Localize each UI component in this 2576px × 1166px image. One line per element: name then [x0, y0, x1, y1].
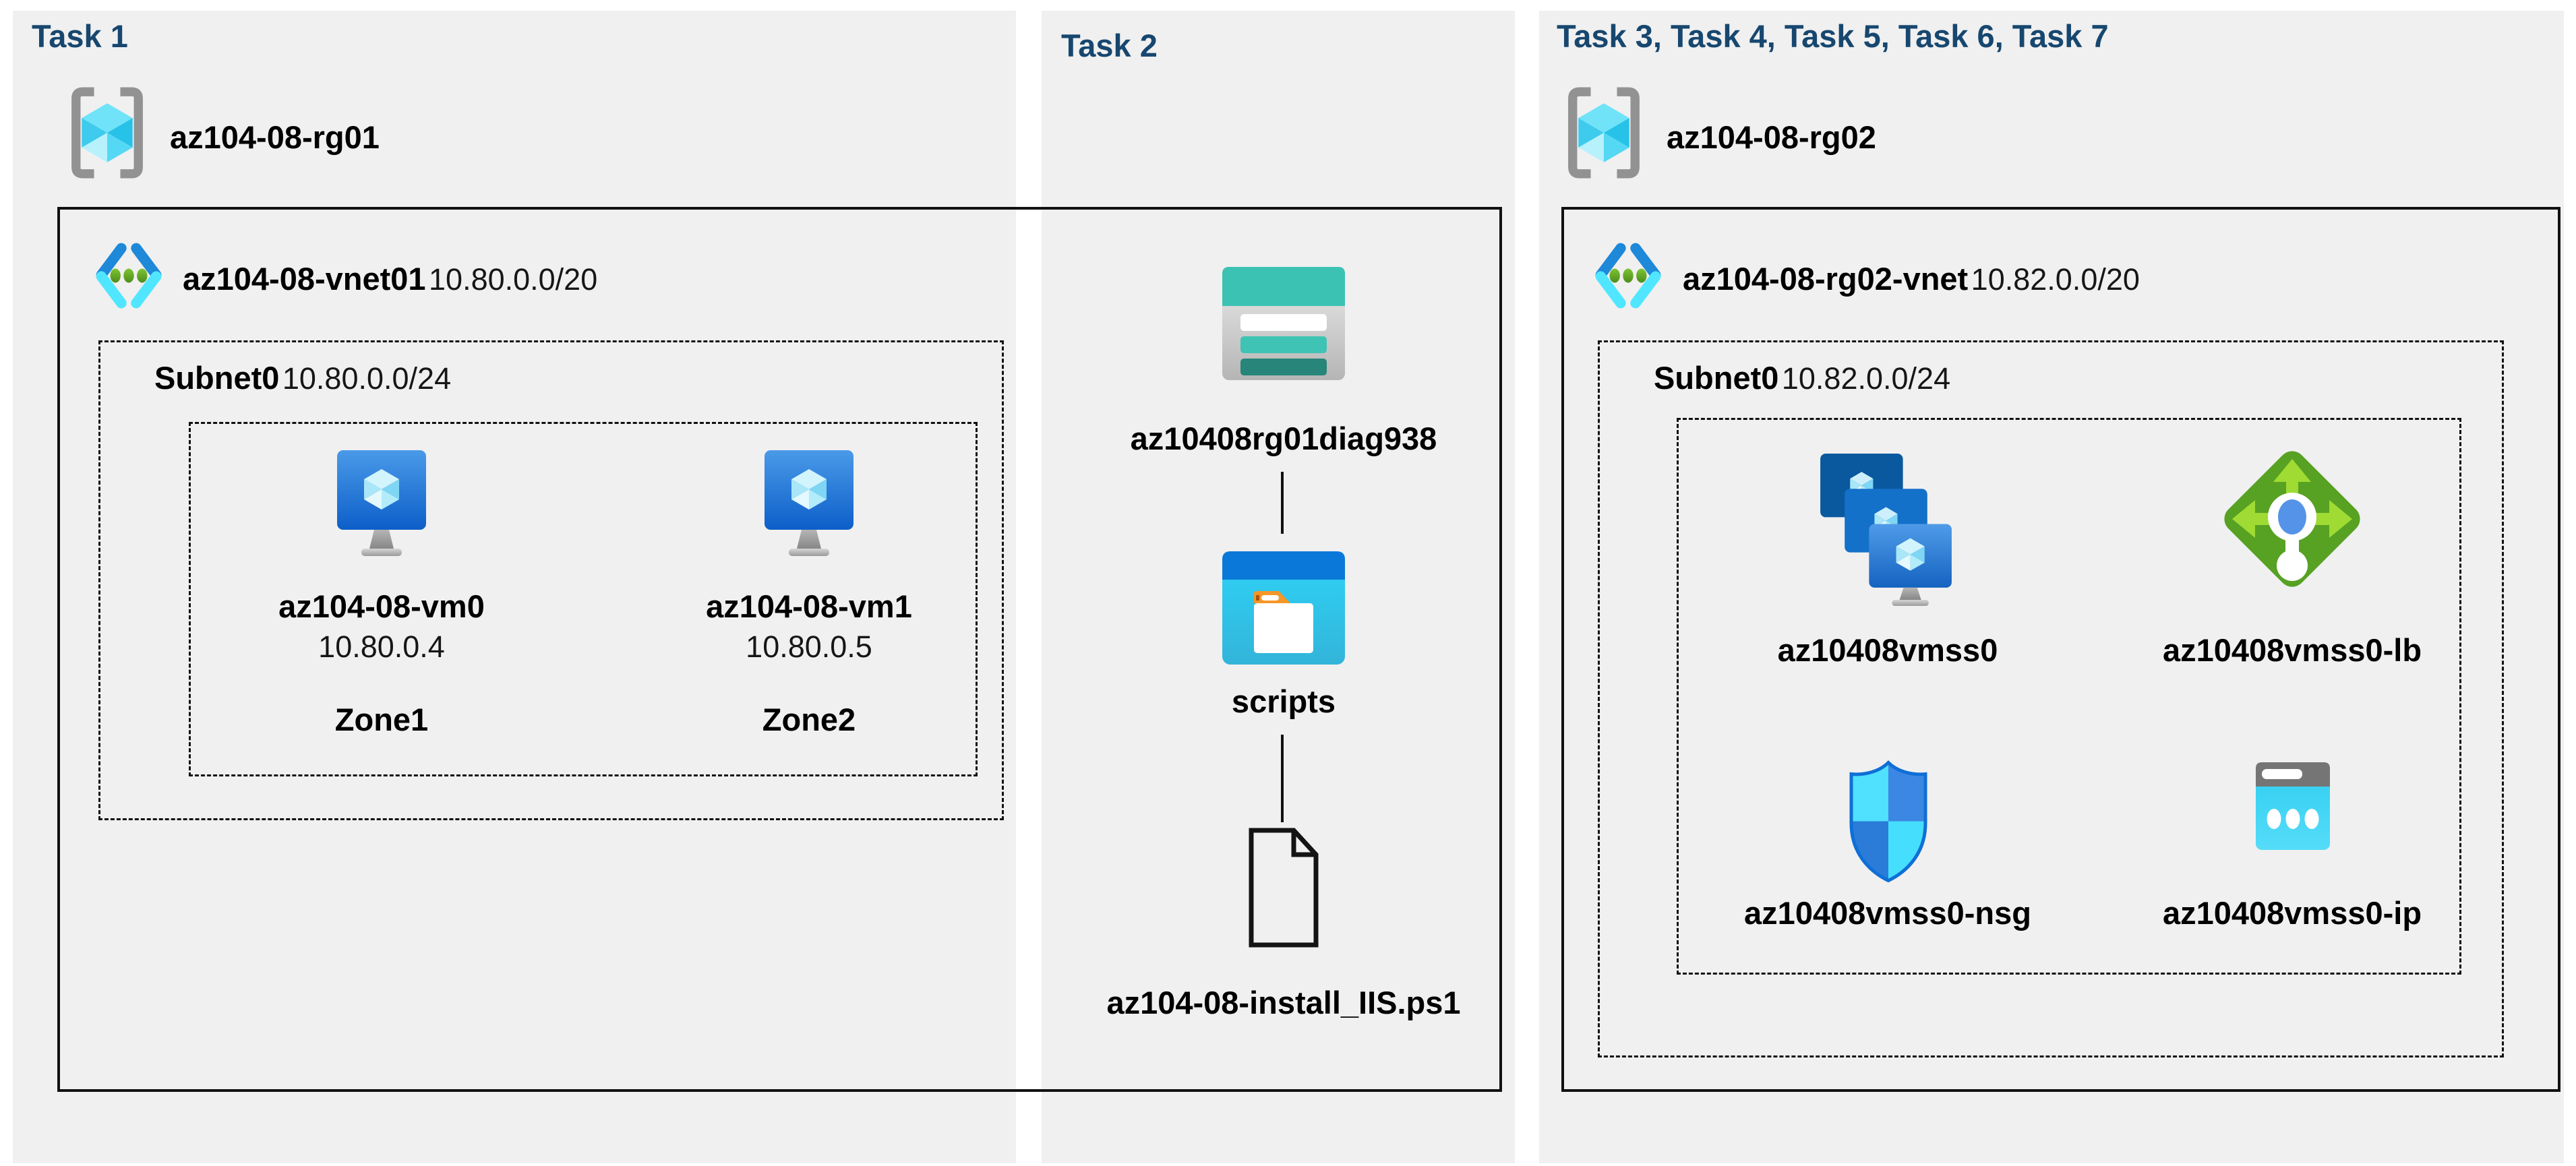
- vmss-group-box: [1677, 418, 2461, 975]
- virtual-network-icon: [1595, 243, 1661, 309]
- storage-account-icon: [1222, 267, 1345, 380]
- load-balancer-icon: [2224, 451, 2360, 587]
- vmss-icon: [1820, 454, 1952, 606]
- subnet-name: Subnet0: [154, 360, 280, 396]
- script-file-icon: [1249, 828, 1319, 948]
- vm-name: az104-08-vm0: [278, 588, 485, 624]
- vnet-boundary-box-rg02: [1561, 207, 2560, 1092]
- vnet-cidr: 10.82.0.0/20: [1971, 262, 2140, 297]
- vm-zone: Zone1: [334, 702, 429, 737]
- vm-name: az104-08-vm1: [706, 588, 912, 624]
- vnet-cidr: 10.80.0.0/20: [429, 262, 598, 297]
- vnet-name: az104-08-vnet01: [183, 261, 426, 297]
- vnet-name: az104-08-rg02-vnet: [1683, 261, 1969, 297]
- vnet-label: az104-08-rg02-vnet 10.82.0.0/20: [1683, 260, 2140, 297]
- vnet-label: az104-08-vnet01 10.80.0.0/20: [183, 260, 597, 297]
- virtual-machine-icon: [765, 450, 853, 556]
- panel-task3: [1539, 11, 2564, 1163]
- virtual-machine-icon: [337, 450, 426, 556]
- vm-ip: 10.80.0.4: [318, 630, 445, 664]
- task3-header: Task 3, Task 4, Task 5, Task 6, Task 7: [1557, 18, 2109, 54]
- vm-zone: Zone2: [762, 702, 856, 737]
- vm-group-box: [189, 422, 978, 776]
- virtual-network-icon: [96, 243, 162, 309]
- nsg-label: az10408vmss0-nsg: [1744, 895, 2031, 931]
- nsg-icon: [1849, 760, 1927, 883]
- resource-group-label: az104-08-rg02: [1667, 119, 1876, 155]
- load-balancer-label: az10408vmss0-lb: [2162, 632, 2422, 668]
- script-file-label: az104-08-install_IIS.ps1: [1106, 985, 1461, 1020]
- resource-group-label: az104-08-rg01: [170, 119, 380, 155]
- folder-label: scripts: [1231, 683, 1336, 719]
- connector-line: [1281, 472, 1284, 534]
- task1-header: Task 1: [32, 18, 128, 54]
- vmss-label: az10408vmss0: [1777, 632, 1998, 668]
- subnet-cidr: 10.82.0.0/24: [1781, 361, 1951, 396]
- subnet-box: [98, 340, 1004, 820]
- resource-group-icon: [71, 87, 143, 179]
- resource-group-icon: [1568, 87, 1640, 179]
- task2-header: Task 2: [1061, 28, 1158, 63]
- storage-account-label: az10408rg01diag938: [1130, 421, 1437, 456]
- vm-ip: 10.80.0.5: [746, 630, 872, 664]
- subnet-label: Subnet0 10.80.0.0/24: [154, 359, 451, 396]
- panel-task1: [13, 11, 1016, 1163]
- public-ip-label: az10408vmss0-ip: [2162, 895, 2422, 931]
- folder-icon: [1222, 551, 1345, 665]
- public-ip-icon: [2256, 762, 2330, 850]
- subnet-cidr: 10.80.0.0/24: [282, 361, 452, 396]
- subnet-label: Subnet0 10.82.0.0/24: [1654, 359, 1950, 396]
- connector-line: [1281, 735, 1284, 822]
- subnet-box: [1598, 340, 2504, 1057]
- vnet-boundary-box-rg01: [57, 207, 1502, 1092]
- subnet-name: Subnet0: [1654, 360, 1779, 396]
